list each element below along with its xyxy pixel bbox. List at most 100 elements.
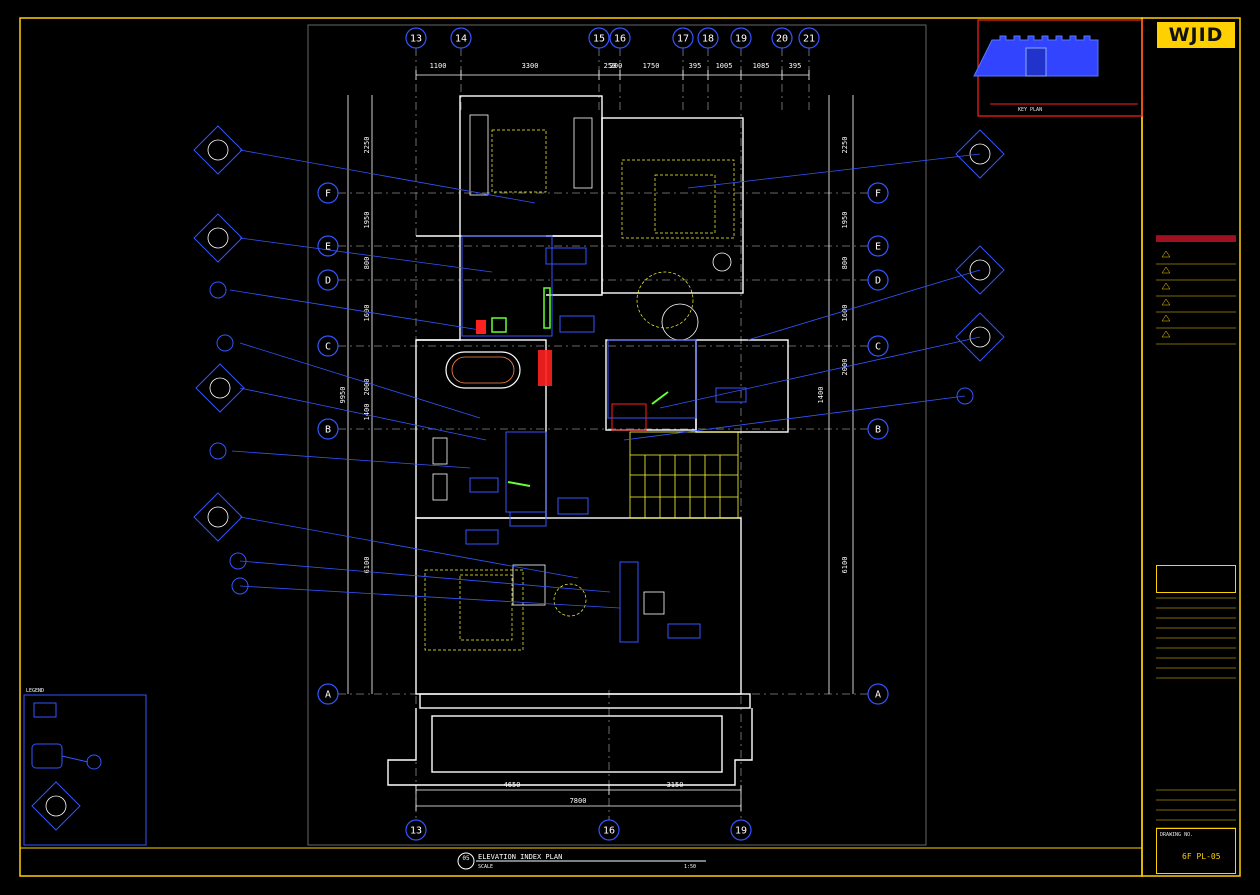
- grid-bubble-right-circle: [867, 683, 889, 705]
- grid-bubble-top-circle: [672, 27, 694, 49]
- dimension-top: 1750: [643, 62, 660, 70]
- sheet-circle-number: 05: [462, 855, 470, 862]
- grid-bubble-top-circle: [588, 27, 610, 49]
- elevation-tag: [955, 312, 1005, 362]
- grid-bubble-left-circle: [317, 418, 339, 440]
- elevation-tag-circle: [969, 326, 991, 348]
- dimension-left: 2250: [363, 137, 371, 154]
- elevation-tag-circle: [45, 795, 67, 817]
- grid-bubble-left-circle: [317, 235, 339, 257]
- grid-bubble-top: 13: [410, 34, 422, 45]
- grid-bubble-left-circle: [317, 269, 339, 291]
- grid-bubble-top-circle: [798, 27, 820, 49]
- dimension-left: 800: [363, 257, 371, 270]
- dimension-bottom: 3150: [667, 781, 684, 789]
- grid-bubble-left: D: [325, 276, 331, 287]
- dimension-bottom-total: 7800: [570, 797, 587, 805]
- grid-bubble-left: E: [325, 242, 331, 253]
- grid-bubble-top-circle: [697, 27, 719, 49]
- dimension-left: 1400: [363, 404, 371, 421]
- elevation-tag-single: [231, 577, 249, 595]
- dimension-left: 1950: [363, 212, 371, 229]
- dimension-right: 1400: [817, 387, 825, 404]
- sheet-scale-label: SCALE: [478, 864, 494, 870]
- sheet-scale: 1:50: [684, 864, 697, 870]
- grid-bubble-bottom-circle: [598, 819, 620, 841]
- dimension-bottom: 4650: [504, 781, 521, 789]
- legend-box: [23, 694, 147, 846]
- staircase: [629, 431, 739, 519]
- elevation-tag: [193, 492, 243, 542]
- grid-bubble-right: E: [875, 242, 881, 253]
- elevation-tag: [193, 125, 243, 175]
- grid-bubble-right-circle: [867, 418, 889, 440]
- grid-bubble-top: 19: [735, 34, 747, 45]
- sheet-name: ELEVATION INDEX PLAN: [478, 853, 563, 861]
- grid-bubble-top-circle: [609, 27, 631, 49]
- drawing-no-label: DRAWING NO.: [1160, 832, 1194, 838]
- grid-bubble-top-circle: [450, 27, 472, 49]
- grid-bubble-bottom: 13: [410, 826, 422, 837]
- grid-bubble-bottom-circle: [405, 819, 427, 841]
- dimension-right: 800: [841, 257, 849, 270]
- grid-bubble-top: 20: [776, 34, 788, 45]
- grid-bubble-left: F: [325, 189, 331, 200]
- elevation-tag-circle: [969, 259, 991, 281]
- grid-bubble-bottom: 16: [603, 826, 615, 837]
- key-plan-label: KEY PLAN: [1018, 107, 1043, 113]
- grid-bubble-right: C: [875, 342, 881, 353]
- elevation-tag: [955, 245, 1005, 295]
- dimension-left: 6100: [363, 557, 371, 574]
- dimension-top: 250: [604, 62, 617, 70]
- grid-bubble-bottom: 19: [735, 826, 747, 837]
- elevation-index-tags: [31, 125, 1005, 831]
- grid-bubble-right-circle: [867, 235, 889, 257]
- elevation-tag-circle: [209, 377, 231, 399]
- elevation-tag-circle: [969, 143, 991, 165]
- leader-lines: [229, 149, 981, 609]
- sheet-number: 6F PL-05: [1182, 852, 1221, 861]
- grid-bubble-right-circle: [867, 335, 889, 357]
- elevation-tag-single: [956, 387, 974, 405]
- elevation-tag-single: [209, 281, 227, 299]
- grid-bubble-top: 16: [614, 34, 626, 45]
- grid-bubble-top-circle: [405, 27, 427, 49]
- dimension-right: 1600: [841, 305, 849, 322]
- grid-bubble-top: 21: [803, 34, 815, 45]
- grid-bubble-left-circle: [317, 182, 339, 204]
- grid-bubble-left-circle: [317, 683, 339, 705]
- grid-bubble-right-circle: [867, 182, 889, 204]
- dimension-top: 1005: [716, 62, 733, 70]
- elevation-tag: [955, 129, 1005, 179]
- grid-bubble-left: C: [325, 342, 331, 353]
- grid-bubble-left-circle: [317, 335, 339, 357]
- grid-bubbles-bottom: 13 16 19: [405, 819, 752, 841]
- grid-bubble-right: F: [875, 189, 881, 200]
- sheet-number-frame: [1156, 828, 1236, 874]
- grid-bubble-top: 17: [677, 34, 689, 45]
- legend-title: LEGEND: [26, 688, 45, 694]
- bathtub: [445, 351, 521, 389]
- dimension-left: 2000: [363, 379, 371, 396]
- dimension-left: 1600: [363, 305, 371, 322]
- grid-bubble-left: A: [325, 690, 331, 701]
- dimension-right: 1950: [841, 212, 849, 229]
- dimension-top: 1085: [753, 62, 770, 70]
- elevation-tag: [195, 363, 245, 413]
- grid-bubble-top-circle: [771, 27, 793, 49]
- grid-bubble-right: B: [875, 425, 881, 436]
- dimension-top: 395: [789, 62, 802, 70]
- elevation-tag-single: [229, 552, 247, 570]
- elevation-tag: [193, 213, 243, 263]
- grid-bubble-top: 14: [455, 34, 467, 45]
- dimension-right: 2250: [841, 137, 849, 154]
- elevation-tag-single: [209, 442, 227, 460]
- grid-bubble-bottom-circle: [730, 819, 752, 841]
- sheet-title: [457, 852, 706, 870]
- grid-bubble-left: B: [325, 425, 331, 436]
- elevation-tag-circle: [207, 506, 229, 528]
- dimension-top: 3300: [522, 62, 539, 70]
